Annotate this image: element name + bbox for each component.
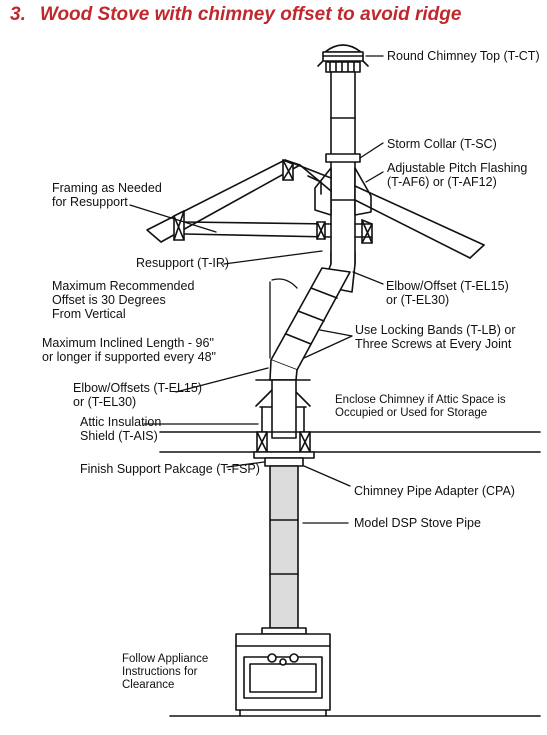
arrow-adapter: [303, 465, 351, 487]
upper-chimney-pipe: [330, 71, 356, 265]
title-number: 3.: [10, 4, 26, 25]
label-chimney-pipe-adapter: Chimney Pipe Adapter (CPA): [354, 484, 515, 498]
label-resupport: Resupport (T-IR): [136, 256, 230, 270]
arrow-elbow-bottom: [175, 367, 269, 393]
attic-pipe: [271, 379, 297, 439]
resupport-framing: [184, 221, 373, 240]
label-max-offset: Maximum Recommended Offset is 30 Degrees…: [52, 279, 195, 321]
arrow-storm-collar: [359, 142, 384, 159]
offset-angle-indicator: [269, 278, 298, 359]
arrow-elbow-top: [352, 271, 384, 285]
chimney-cap: [317, 44, 369, 73]
label-stove-pipe: Model DSP Stove Pipe: [354, 516, 481, 530]
label-finish-support: Finish Support Pakcage (T-FSP): [80, 462, 260, 476]
attic-insulation-shield: [159, 431, 541, 453]
arrow-locking-upper: [319, 329, 353, 337]
label-pitch-flashing: Adjustable Pitch Flashing (T-AF6) or (T-…: [387, 161, 528, 189]
label-enclose-chimney: Enclose Chimney if Attic Space is Occupi…: [335, 394, 506, 419]
arrow-locking-lower: [303, 335, 353, 359]
label-max-inclined-length: Maximum Inclined Length - 96" or longer …: [42, 336, 216, 364]
label-elbow-top: Elbow/Offset (T-EL15) or (T-EL30): [386, 279, 509, 307]
storm-collar: [325, 153, 361, 163]
arrow-framing: [129, 204, 217, 233]
stove-pipe: [269, 465, 299, 629]
diagram-title: 3. Wood Stove with chimney offset to avoi…: [10, 4, 461, 26]
arrow-flashing: [365, 171, 384, 183]
finish-support: [253, 451, 315, 467]
label-locking-bands: Use Locking Bands (T-LB) or Three Screws…: [355, 323, 516, 351]
label-elbow-bottom: Elbow/Offsets (T-EL15) or (T-EL30): [73, 381, 202, 409]
title-text: Wood Stove with chimney offset to avoid …: [39, 4, 462, 25]
wood-stove: [235, 627, 331, 717]
label-round-chimney-top: Round Chimney Top (T-CT): [387, 49, 540, 63]
callout-arrows: [129, 55, 384, 524]
label-attic-shield: Attic Insulation Shield (T-AIS): [80, 415, 162, 443]
arrow-resupport: [223, 250, 323, 265]
label-appliance-clearance: Follow Appliance Instructions for Cleara…: [122, 653, 209, 691]
label-framing: Framing as Needed for Resupport: [52, 181, 162, 209]
arrow-finish-support: [226, 461, 265, 468]
label-storm-collar: Storm Collar (T-SC): [387, 137, 497, 151]
roof-flashing: [314, 167, 372, 216]
